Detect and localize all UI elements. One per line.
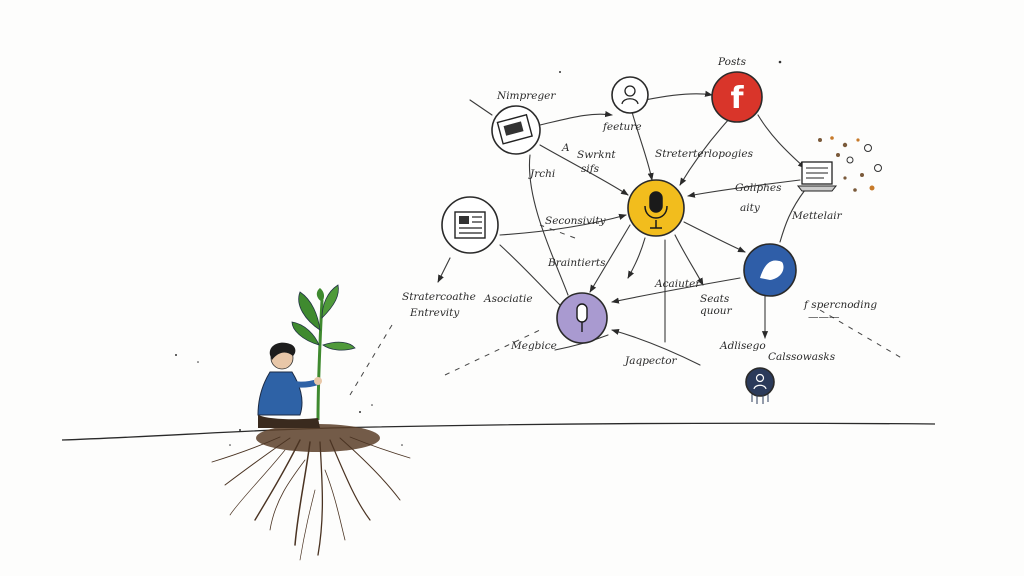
purple-mic-node [556, 292, 608, 344]
label-seats-1: Seats [700, 293, 730, 305]
label-strategy-2: Entrevity [409, 307, 460, 319]
label-associate: Asociatie [483, 293, 533, 305]
edge-laptop-twitter [779, 189, 806, 243]
label-feature: feeture [602, 121, 642, 133]
dashed-connectors [349, 224, 906, 396]
edge-mic-seats [674, 234, 704, 286]
label-jaqpector: Jaqpector [623, 355, 678, 367]
small-node [745, 367, 775, 404]
mic-node [627, 179, 685, 237]
label-strategies: Streterterlopogies [655, 148, 754, 160]
news-node [441, 196, 499, 254]
edge-news-mic [499, 213, 627, 236]
edge-topleft [469, 99, 493, 116]
label-fspercnod-2: ——— [808, 311, 840, 323]
edge-twitter-purple [611, 277, 741, 304]
roots-icon [211, 424, 411, 561]
diagram-labels: Nimpreger Posts feeture Streterterlopogi… [402, 56, 877, 367]
plant-sprout-icon [291, 284, 356, 421]
document-icon [496, 113, 533, 145]
microphone-icon [644, 191, 668, 229]
network-edges [437, 90, 806, 366]
label-nimpreger: Nimpreger [496, 90, 556, 102]
label-acaiuter: Acaiuter [654, 278, 701, 290]
label-calssowasks: Calssowasks [768, 351, 836, 363]
label-megbice: Megbice [510, 340, 557, 352]
edge-mic-purple [589, 224, 631, 293]
label-fspercnod-1: f spercnoding [803, 299, 877, 311]
edge-fb-laptop [757, 114, 806, 169]
edge-doc-mic [539, 144, 629, 196]
label-braintierts: Braintierts [547, 257, 606, 269]
edge-news-down [437, 257, 451, 283]
edge-bottom-purple [611, 328, 701, 366]
twitter-node [743, 243, 797, 297]
ground-line [61, 422, 936, 441]
edge-doc-purple [528, 154, 569, 296]
label-goliphes: Goliphes [735, 182, 782, 194]
laptop-icon [796, 161, 838, 192]
person-icon [621, 85, 639, 105]
edge-mic-down [627, 237, 646, 279]
confetti-dots-icon [818, 136, 882, 192]
edge-user-mic [631, 111, 654, 181]
label-swrknt: Swrknt [577, 149, 616, 161]
label-a: A [561, 142, 570, 154]
label-adlisego: Adlisego [719, 340, 766, 352]
person-planting-icon [257, 342, 322, 428]
edge-doc-user [539, 111, 613, 126]
edge-mic-twitter [683, 221, 746, 253]
edge-laptop-mic [687, 179, 801, 198]
laptop-node [796, 136, 882, 192]
label-strategy-1: Stratercoathe [402, 291, 476, 303]
ink-specks [175, 60, 782, 446]
microphone-icon [576, 303, 588, 332]
label-seats-2: quour [700, 305, 733, 317]
label-seconsivity: Seconsivity [545, 215, 607, 227]
facebook-node: f [711, 71, 763, 123]
doc-node [491, 105, 541, 155]
label-sifs: sifs [581, 163, 600, 175]
label-posts: Posts [717, 56, 747, 68]
label-mettelair: Mettelair [791, 210, 843, 222]
edge-user-fb [644, 90, 713, 101]
newspaper-icon [454, 211, 486, 239]
user-node [611, 76, 649, 114]
edge-news-purple [499, 244, 561, 306]
facebook-icon: f [730, 81, 744, 116]
edge-fb-mic [679, 117, 731, 186]
bird-icon [760, 260, 784, 280]
label-jarchi: Jrchi [528, 168, 555, 180]
label-aity: aity [740, 202, 761, 214]
person-icon [753, 373, 767, 390]
